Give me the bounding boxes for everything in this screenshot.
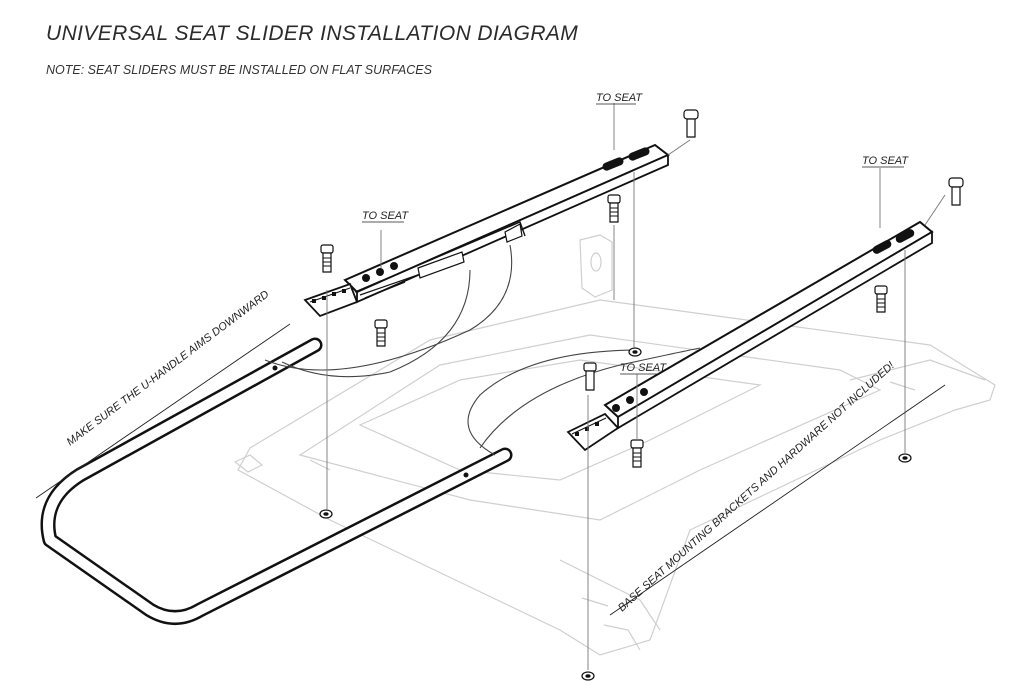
diagram-title: UNIVERSAL SEAT SLIDER INSTALLATION DIAGR… [46, 22, 579, 45]
u-handle [40, 337, 513, 625]
seat-slider-left [303, 143, 670, 318]
bolt-right [874, 285, 888, 313]
to-seat-labels: TO SEAT TO SEAT TO SEAT TO SEAT [362, 92, 909, 375]
bolt-top-right [948, 177, 964, 206]
washers [319, 347, 912, 681]
to-seat-label-right: TO SEAT [862, 155, 909, 167]
bolt-top-left [320, 244, 334, 273]
seat-slider-right [566, 220, 934, 452]
to-seat-label-center: TO SEAT [620, 362, 667, 374]
bolt-lower-right [630, 439, 644, 468]
u-handle-callout: MAKE SURE THE U-HANDLE AIMS DOWNWARD [35, 288, 291, 499]
to-seat-label-left: TO SEAT [362, 210, 409, 222]
bolt-center-right [583, 362, 597, 391]
alignment-lines [326, 103, 946, 670]
bolt-mid-center [607, 194, 621, 223]
mounting-bolts [320, 109, 964, 468]
release-cables [264, 244, 701, 456]
bolt-below-left [374, 319, 388, 347]
installation-note: NOTE: SEAT SLIDERS MUST BE INSTALLED ON … [46, 63, 432, 77]
bolt-top-center [683, 109, 699, 138]
to-seat-label-top: TO SEAT [596, 92, 643, 104]
